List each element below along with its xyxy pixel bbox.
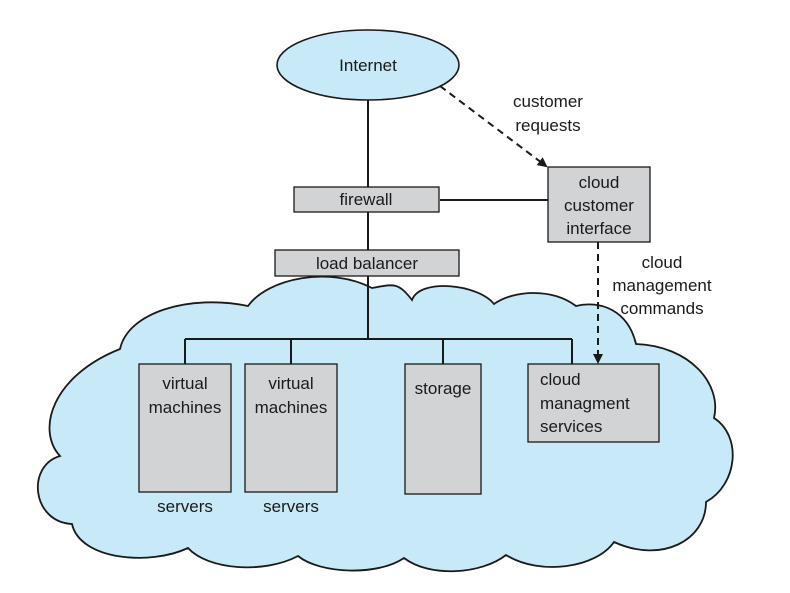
vm1-label-line-1: virtual [162,374,207,393]
cci-label-line-2: customer [564,196,634,215]
management-commands-label-3: commands [620,299,703,318]
cms-label-line-3: services [540,417,602,436]
servers-label-2: servers [263,497,319,516]
management-commands-label-2: management [612,276,712,295]
vm2-label-line-1: virtual [268,374,313,393]
load-balancer-label: load balancer [316,254,418,273]
cms-label-line-2: managment [540,394,630,413]
management-commands-label-1: cloud [642,253,683,272]
vm1-label-line-2: machines [149,398,222,417]
cci-label-line-1: cloud [579,173,620,192]
firewall-label: firewall [340,190,393,209]
customer-requests-label-2: requests [515,116,580,135]
cms-label-line-1: cloud [540,370,581,389]
servers-label-1: servers [157,497,213,516]
firewall-box [293,186,440,213]
virtual-machines-box-2 [244,363,338,493]
cloud-management-services-box [527,363,660,443]
storage-label: storage [415,379,472,398]
customer-requests-arrow [439,85,548,168]
load-balancer-box [274,249,460,277]
storage-box [404,363,482,495]
virtual-machines-box-1 [138,363,232,493]
customer-requests-label-1: customer [513,92,583,111]
vm2-label-line-2: machines [255,398,328,417]
cloud-customer-interface-box [547,166,651,243]
cloud-shape [37,275,734,573]
cci-label-line-3: interface [566,219,631,238]
internet-label: Internet [339,56,397,75]
